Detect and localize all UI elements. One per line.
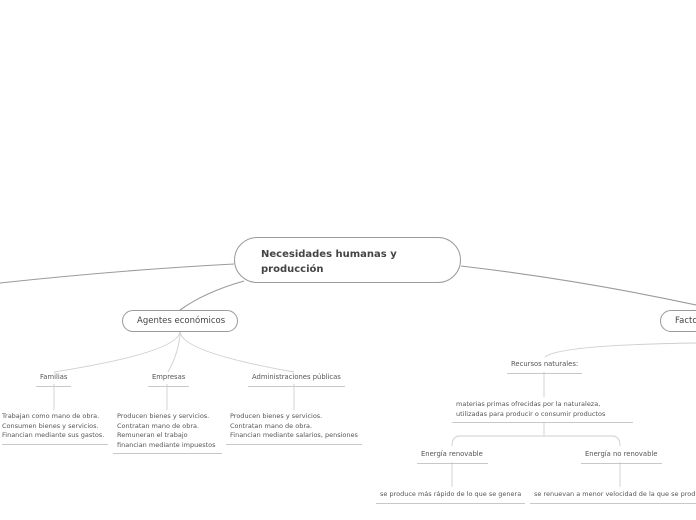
connector-agentes-familias — [53, 330, 181, 373]
energia-no-renovable-node[interactable]: Energía no renovable — [581, 450, 663, 464]
connector-central-left — [0, 263, 235, 284]
empresas-node[interactable]: Empresas — [148, 373, 190, 387]
connector-central-agentes — [179, 280, 245, 311]
administraciones-detail: Producen bienes y servicios. Contratan m… — [226, 412, 362, 445]
empresas-detail: Producen bienes y servicios. Contratan m… — [113, 412, 222, 455]
factores-node[interactable]: Facto — [660, 310, 696, 332]
connector-factores-recursos — [544, 342, 696, 358]
connector-detail-renovable — [451, 422, 545, 447]
central-topic-label: Necesidades humanas y producción — [261, 249, 397, 275]
recursos-naturales-detail: materias primas ofrecidas por la natural… — [452, 400, 634, 424]
connector-agentes-empresas — [167, 330, 181, 373]
familias-node[interactable]: Familias — [36, 373, 72, 387]
agentes-economicos-node[interactable]: Agentes económicos — [122, 310, 238, 332]
energia-no-renovable-detail: se renuevan a menor velocidad de la que … — [530, 490, 696, 504]
connector-agentes-administraciones — [179, 330, 295, 373]
connector-detail-norenovable — [544, 435, 621, 447]
factores-label: Facto — [675, 316, 696, 326]
agentes-economicos-label: Agentes económicos — [137, 316, 226, 326]
central-topic-node[interactable] — [234, 237, 461, 283]
recursos-naturales-node[interactable]: Recursos naturales: — [507, 360, 583, 374]
energia-renovable-detail: se produce más rápido de lo que se gener… — [376, 490, 526, 504]
administraciones-node[interactable]: Administraciones públicas — [248, 373, 345, 387]
connector-central-right — [460, 265, 696, 306]
energia-renovable-node[interactable]: Energía renovable — [417, 450, 488, 464]
familias-detail: Trabajan como mano de obra. Consumen bie… — [2, 412, 109, 445]
